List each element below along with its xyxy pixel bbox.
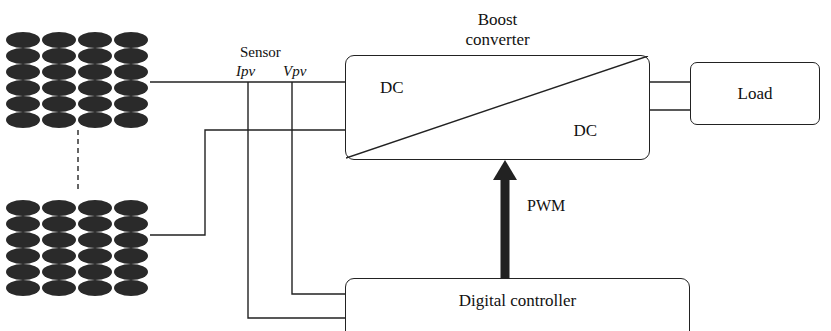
- block-label: Digital controller: [459, 291, 577, 311]
- pv-cell: [42, 200, 76, 216]
- pv-cell: [42, 80, 76, 96]
- pv-cell: [6, 32, 40, 48]
- block-label: Load: [738, 84, 773, 104]
- pv-cell: [42, 280, 76, 296]
- signal-name: Vpv: [283, 63, 306, 80]
- current-sense-wire: [248, 82, 345, 318]
- pv-cell: [78, 96, 112, 112]
- pv-cell: [114, 112, 148, 128]
- pv-cell: [42, 32, 76, 48]
- pv-cell: [78, 80, 112, 96]
- pv-cell: [6, 112, 40, 128]
- pv-cell: [78, 200, 112, 216]
- pv-cell: [114, 248, 148, 264]
- pv-cell: [42, 216, 76, 232]
- pv-cell: [78, 32, 112, 48]
- pv-cell: [78, 232, 112, 248]
- pv-cell: [6, 232, 40, 248]
- output-wire: [650, 81, 690, 82]
- solar-panel: [6, 200, 148, 296]
- pv-cell: [42, 48, 76, 64]
- pv-cell: [6, 48, 40, 64]
- pv-cell: [114, 32, 148, 48]
- pv-cell: [6, 264, 40, 280]
- load-box: Load: [690, 62, 820, 125]
- pv-cell: [42, 248, 76, 264]
- pv-cell: [42, 112, 76, 128]
- pv-cell: [78, 216, 112, 232]
- pv-cell: [114, 232, 148, 248]
- pv-cell: [114, 200, 148, 216]
- pv-cell: [78, 280, 112, 296]
- pv-cell: [6, 216, 40, 232]
- pv-cell: [6, 96, 40, 112]
- pv-cell: [114, 48, 148, 64]
- output-wire: [650, 109, 690, 110]
- pv-cell: [78, 48, 112, 64]
- pv-cell: [114, 80, 148, 96]
- block-label: DC: [380, 78, 404, 98]
- pv-cell: [114, 216, 148, 232]
- sensor-label: Sensor: [240, 44, 281, 61]
- voltage-sense-wire: [292, 82, 345, 294]
- pv-cell: [114, 264, 148, 280]
- pv-cell: [6, 64, 40, 80]
- pv-cell: [42, 96, 76, 112]
- block-title: Boost converter: [453, 10, 543, 49]
- pv-cell: [114, 64, 148, 80]
- signal-label: PWM: [527, 197, 565, 215]
- solar-panel: [6, 32, 148, 128]
- pv-cell: [114, 96, 148, 112]
- pwm-arrow: [501, 180, 510, 278]
- array-continuation: [77, 130, 79, 190]
- controller-box: Digital controller: [345, 278, 690, 331]
- converter-box: Boost converterDCDC: [345, 55, 650, 160]
- converter-diagonal: [346, 56, 649, 159]
- pv-cell: [78, 112, 112, 128]
- pv-cell: [114, 280, 148, 296]
- pv-cell: [78, 248, 112, 264]
- pv-cell: [6, 248, 40, 264]
- pv-cell: [6, 280, 40, 296]
- block-label: DC: [573, 121, 597, 141]
- signal-name: Ipv: [236, 63, 255, 80]
- pv-cell: [42, 64, 76, 80]
- pv-cell: [6, 200, 40, 216]
- pv-cell: [42, 232, 76, 248]
- pv-cell: [78, 264, 112, 280]
- pv-cell: [6, 80, 40, 96]
- pv-cell: [42, 264, 76, 280]
- pv-cell: [78, 64, 112, 80]
